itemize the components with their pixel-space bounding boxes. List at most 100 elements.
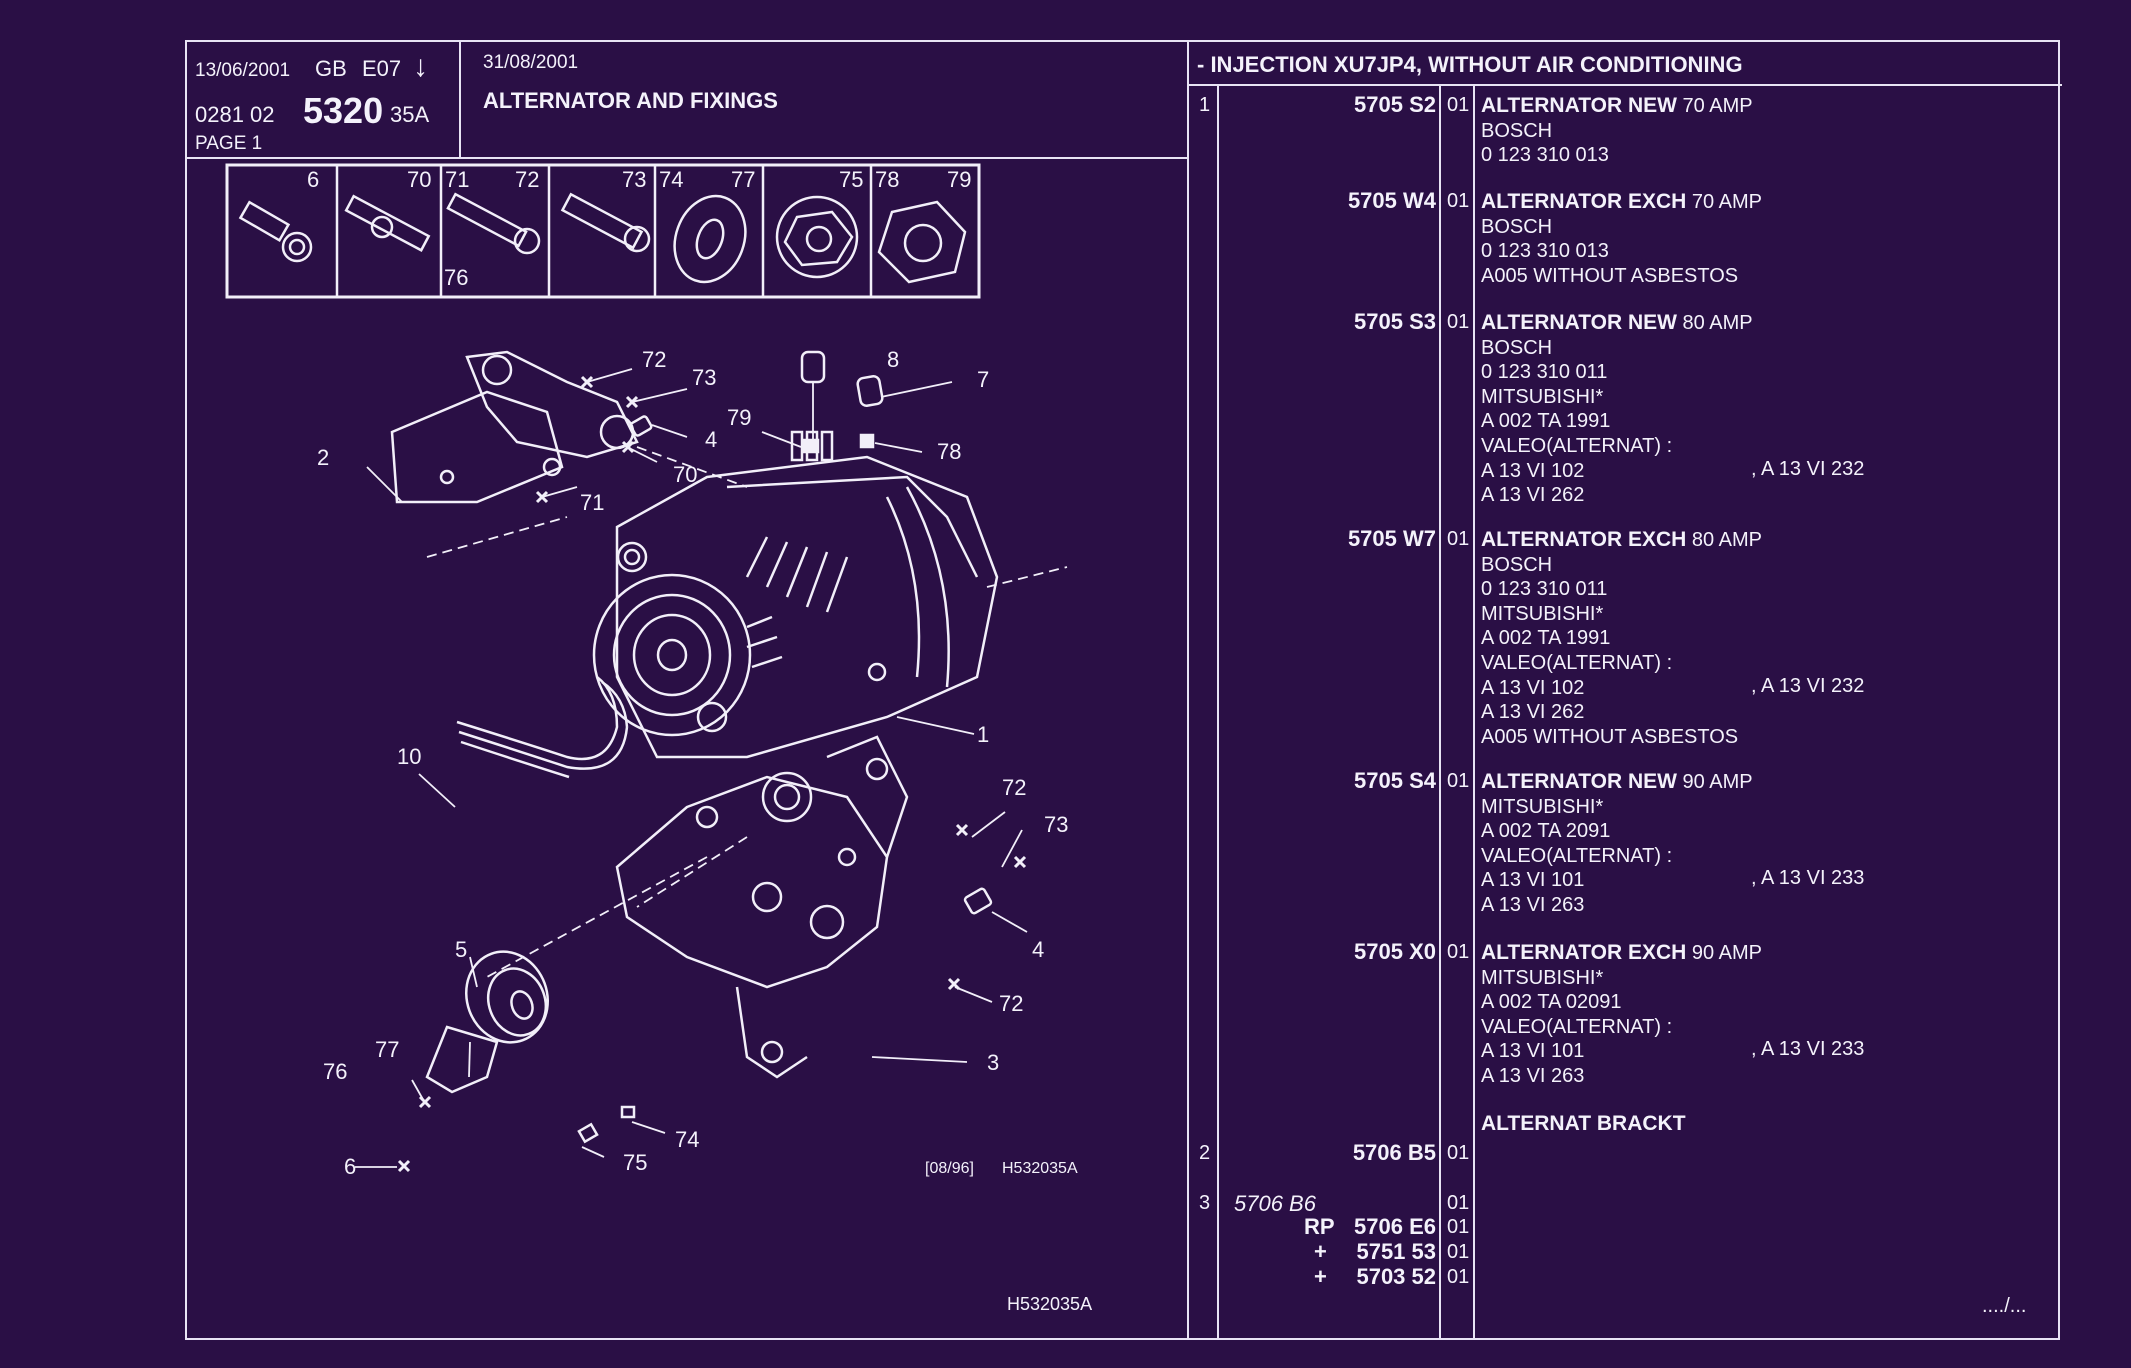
description-text: A 13 VI 262 — [1481, 484, 1585, 507]
sub-row-plus-1[interactable]: + 5751 53 — [1219, 1239, 1436, 1265]
quantity: 01 — [1447, 1241, 1470, 1263]
description-text: VALEO(ALTERNAT) : — [1481, 1015, 1673, 1038]
sheet-header: 13/06/2001 GB E07 ↓ 0281 02 5320 35A PAG… — [187, 42, 1187, 159]
diagram-ref-code: H532035A — [1002, 1160, 1078, 1177]
row-prefix: + — [1314, 1239, 1327, 1264]
description-heading: ALTERNATOR EXCH — [1481, 941, 1687, 964]
part-number: 5703 52 — [1356, 1264, 1436, 1289]
callout-5: 5 — [455, 937, 468, 962]
part-number: 5706 E6 — [1354, 1214, 1436, 1239]
description-text: 0 123 310 013 — [1481, 240, 1609, 263]
icon-label-78: 78 — [875, 167, 900, 192]
description-text: A 13 VI 101 — [1481, 1040, 1585, 1063]
callout-3: 3 — [987, 1050, 1000, 1075]
part-row-2[interactable]: 5706 B5 — [1219, 1140, 1436, 1168]
nut-78-icon — [877, 200, 967, 284]
part-number: 5751 53 — [1356, 1239, 1436, 1264]
description-text: 70 AMP — [1676, 95, 1753, 117]
callout-72c: 72 — [999, 991, 1024, 1016]
description-text: A 002 TA 02091 — [1481, 991, 1622, 1014]
description-line: 0 123 310 011 — [1481, 577, 1762, 602]
alternator-diagram — [225, 163, 1068, 1173]
description-text: MITSUBISHI* — [1481, 795, 1604, 818]
description-text: VALEO(ALTERNAT) : — [1481, 844, 1673, 867]
icon-label-79: 79 — [947, 167, 972, 192]
description-line: 0 123 310 013 — [1481, 239, 1762, 264]
description-line: A 13 VI 262 — [1481, 700, 1762, 725]
description-text: MITSUBISHI* — [1481, 385, 1604, 408]
part-number: 5705 W4 — [1347, 188, 1436, 213]
callout-10: 10 — [397, 744, 422, 769]
quantity: 01 — [1447, 1216, 1470, 1238]
description-text: 0 123 310 013 — [1481, 144, 1609, 167]
description-text: BOSCH — [1481, 215, 1553, 238]
icon-label-73: 73 — [622, 167, 647, 192]
sub-row-plus-2[interactable]: + 5703 52 — [1219, 1264, 1436, 1290]
quantity: 01 — [1447, 528, 1470, 550]
superseded-part-number[interactable]: 5706 B6 — [1234, 1191, 1316, 1216]
description-text: BOSCH — [1481, 336, 1553, 359]
description-line: A 002 TA 2091 — [1481, 819, 1753, 844]
callout-7: 7 — [977, 367, 990, 392]
description-text: VALEO(ALTERNAT) : — [1481, 651, 1673, 674]
sub-row-rp[interactable]: RP 5706 E6 — [1219, 1214, 1436, 1240]
description-text: 90 AMP — [1676, 771, 1753, 793]
description-heading: ALTERNATOR NEW — [1481, 94, 1677, 117]
exploded-diagram: 6 70 71 72 73 74 77 75 78 79 76 72 73 4 … — [187, 157, 1187, 1337]
description-alt-ref: , A 13 VI 233 — [1751, 1038, 1865, 1061]
page-number: PAGE 1 — [195, 133, 263, 154]
description-line: MITSUBISHI* — [1481, 795, 1753, 820]
description-line: A005 WITHOUT ASBESTOS — [1481, 725, 1762, 750]
description-text: A005 WITHOUT ASBESTOS — [1481, 264, 1739, 287]
description-line: A 13 VI 263 — [1481, 893, 1753, 918]
screw-73-icon — [560, 192, 651, 253]
description-text: A 13 VI 101 — [1481, 869, 1585, 892]
description-line: A 13 VI 101, A 13 VI 233 — [1481, 867, 1864, 893]
part-number: 5706 B5 — [1352, 1140, 1436, 1165]
description-line: 0 123 310 011 — [1481, 360, 1753, 385]
application-title: - INJECTION XU7JP4, WITHOUT AIR CONDITIO… — [1197, 52, 1743, 77]
quantity: 01 — [1447, 190, 1470, 212]
bracket-label: ALTERNAT BRACKT — [1481, 1112, 1686, 1135]
description-line: ALTERNATOR EXCH 70 AMP — [1481, 190, 1762, 215]
continued-marker: ..../... — [1982, 1295, 2027, 1317]
callout-73b: 73 — [1044, 812, 1069, 837]
part-number: 5705 S4 — [1354, 768, 1436, 793]
header-divider — [459, 42, 461, 157]
description-text: 80 AMP — [1686, 529, 1762, 551]
description-line: VALEO(ALTERNAT) : — [1481, 844, 1753, 869]
part-number: 5705 S3 — [1354, 309, 1436, 334]
description-heading: ALTERNATOR NEW — [1481, 770, 1677, 793]
description-text: 90 AMP — [1686, 942, 1762, 964]
description-text: A 13 VI 262 — [1481, 701, 1585, 724]
quantity: 01 — [1447, 311, 1470, 333]
callout-76: 76 — [323, 1059, 348, 1084]
description-line: A 13 VI 102, A 13 VI 232 — [1481, 675, 1864, 701]
quantity: 01 — [1447, 1192, 1470, 1214]
part-row[interactable]: 5705 S3 — [1219, 309, 1436, 337]
description-text: 80 AMP — [1676, 312, 1753, 334]
description-line: VALEO(ALTERNAT) : — [1481, 1015, 1762, 1040]
part-row[interactable]: 5705 X0 — [1219, 939, 1436, 967]
part-row[interactable]: 5705 S2 — [1219, 92, 1436, 120]
callout-4: 4 — [705, 427, 718, 452]
description-line: VALEO(ALTERNAT) : — [1481, 434, 1753, 459]
description-heading: ALTERNATOR EXCH — [1481, 528, 1687, 551]
upper-bracket — [390, 350, 639, 504]
description-line: BOSCH — [1481, 336, 1753, 361]
icon-label-77: 77 — [731, 167, 756, 192]
description-text: A005 WITHOUT ASBESTOS — [1481, 725, 1739, 748]
part-row[interactable]: 5705 W4 — [1219, 188, 1436, 216]
description-text: A 13 VI 102 — [1481, 676, 1585, 699]
callout-71: 71 — [580, 490, 605, 515]
part-row[interactable]: 5705 W7 — [1219, 526, 1436, 554]
callout-2: 2 — [317, 445, 330, 470]
part-row[interactable]: 5705 S4 — [1219, 768, 1436, 796]
item-number-1: 1 — [1199, 94, 1211, 116]
description-heading: ALTERNATOR EXCH — [1481, 190, 1687, 213]
callout-70: 70 — [673, 462, 698, 487]
